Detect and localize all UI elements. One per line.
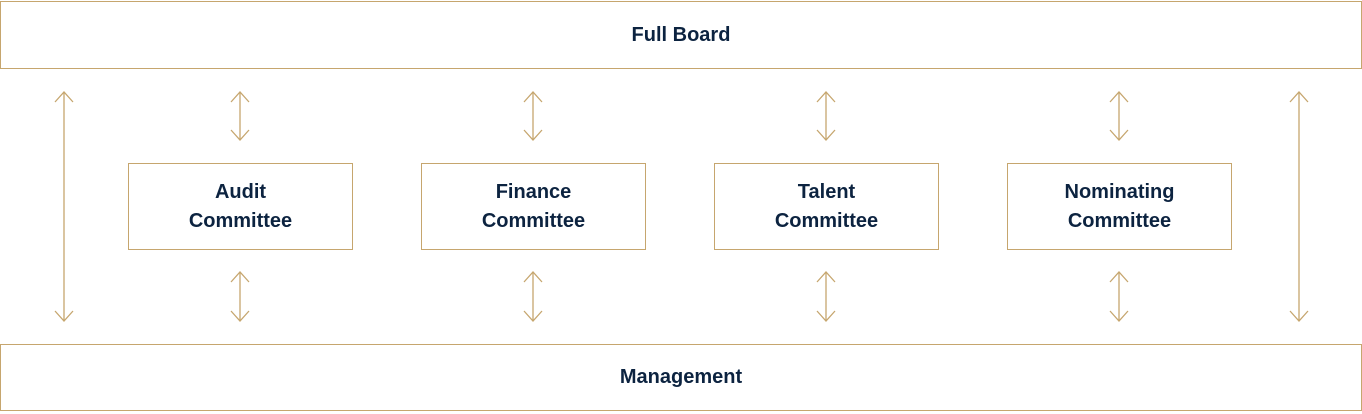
nominating-committee-box: Nominating Committee <box>1007 163 1232 250</box>
finance-committee-line1: Finance <box>495 180 572 203</box>
audit-committee-line2: Committee <box>188 209 293 232</box>
finance-committee-box: Finance Committee <box>421 163 646 250</box>
finance-committee-line2: Committee <box>481 209 586 232</box>
nominating-top-double-arrow <box>1109 91 1129 141</box>
talent-committee-line2: Committee <box>774 209 879 232</box>
talent-top-double-arrow <box>816 91 836 141</box>
audit-bottom-double-arrow <box>230 271 250 322</box>
finance-top-double-arrow <box>523 91 543 141</box>
management-box: Management <box>0 344 1362 411</box>
audit-committee-line1: Audit <box>214 180 267 203</box>
left-long-double-arrow <box>54 91 74 322</box>
talent-committee-box: Talent Committee <box>714 163 939 250</box>
audit-committee-box: Audit Committee <box>128 163 353 250</box>
nominating-committee-line2: Committee <box>1067 209 1172 232</box>
audit-top-double-arrow <box>230 91 250 141</box>
talent-committee-line1: Talent <box>797 180 856 203</box>
finance-bottom-double-arrow <box>523 271 543 322</box>
full-board-label: Full Board <box>631 23 731 46</box>
nominating-bottom-double-arrow <box>1109 271 1129 322</box>
management-label: Management <box>619 366 743 388</box>
right-long-double-arrow <box>1289 91 1309 322</box>
nominating-committee-line1: Nominating <box>1064 180 1175 203</box>
talent-bottom-double-arrow <box>816 271 836 322</box>
full-board-box: Full Board <box>0 1 1362 69</box>
